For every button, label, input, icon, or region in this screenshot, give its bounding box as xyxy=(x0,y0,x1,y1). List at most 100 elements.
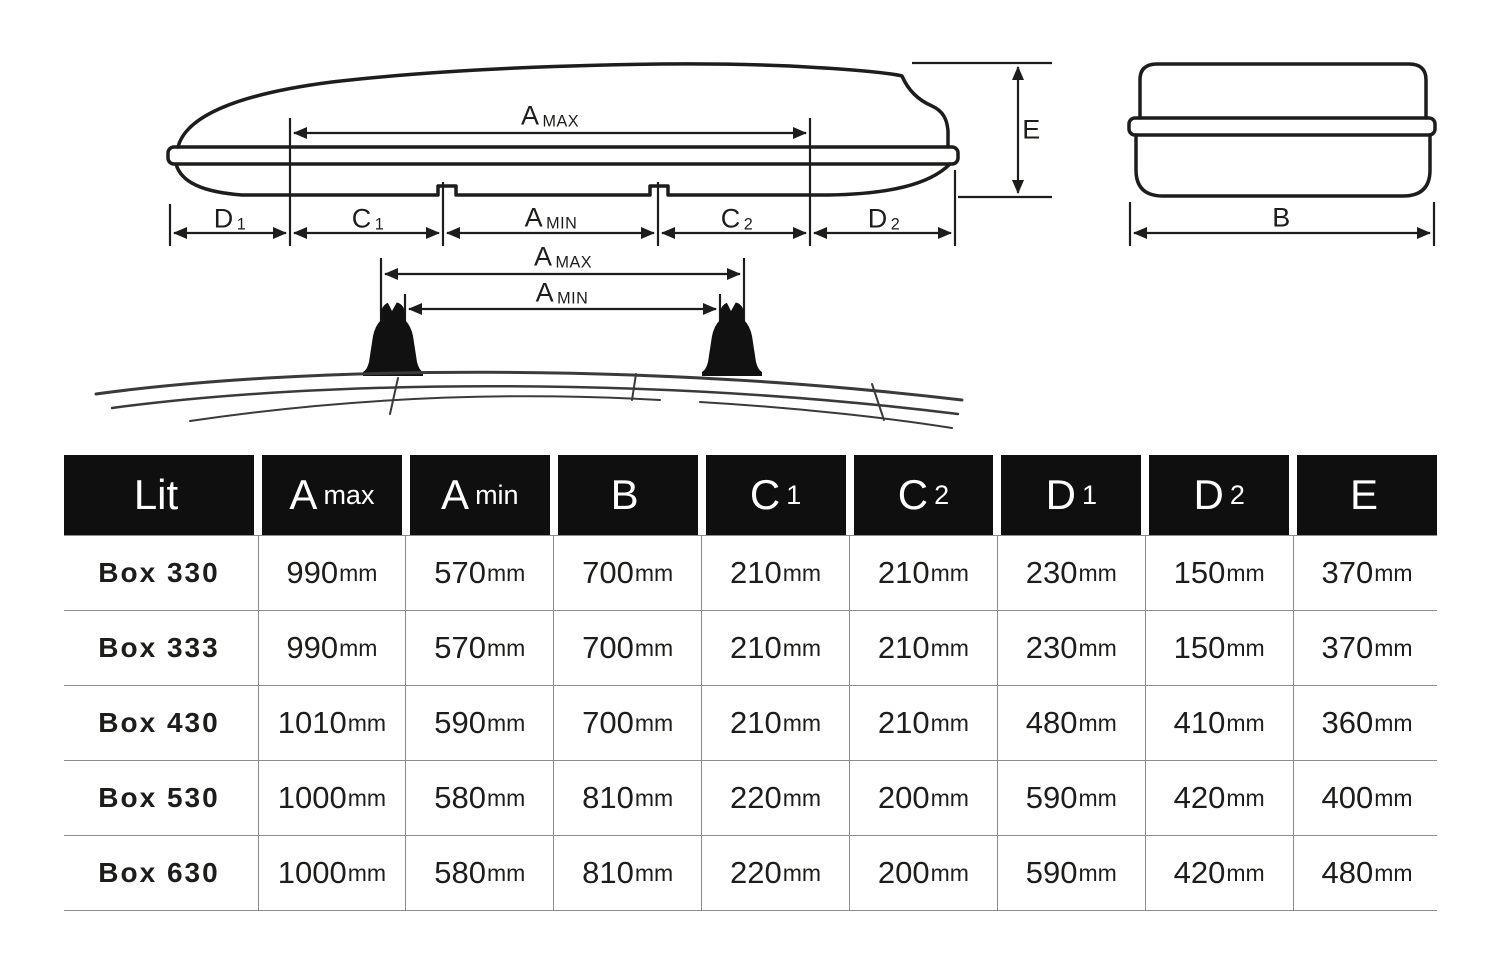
rear-view-outline xyxy=(1127,62,1437,198)
dimension-value: 210 xyxy=(877,555,930,590)
unit-label: mm xyxy=(487,709,526,736)
unit-label: mm xyxy=(1374,709,1413,736)
dimension-value: 1000 xyxy=(277,780,347,815)
unit-label: mm xyxy=(930,559,969,586)
model-label: Box 333 xyxy=(98,632,220,663)
side-rim xyxy=(166,145,960,166)
dim-label-main: A xyxy=(535,277,555,308)
right-foot-notch xyxy=(726,301,736,311)
model-label: Box 430 xyxy=(98,707,220,738)
dimension-value: 370 xyxy=(1321,630,1374,665)
dimension-value: 210 xyxy=(730,705,782,740)
dimension-value: 420 xyxy=(1173,855,1226,890)
dimension-value: 480 xyxy=(1025,705,1078,740)
dimension-value: 590 xyxy=(434,705,487,740)
unit-label: mm xyxy=(782,709,822,736)
dimension-value: 580 xyxy=(434,780,487,815)
column-header-lit: Lit xyxy=(64,455,254,535)
header-main: A xyxy=(441,471,470,518)
unit-label: mm xyxy=(1078,709,1117,736)
dimension-value: 990 xyxy=(286,630,339,665)
model-label: Box 630 xyxy=(98,857,220,888)
unit-label: mm xyxy=(634,559,674,586)
header-main: D xyxy=(1045,471,1076,518)
dim-label-sub: 2 xyxy=(890,215,901,234)
dimension-value: 200 xyxy=(877,780,930,815)
unit-label: mm xyxy=(782,634,822,661)
dimension-value: 810 xyxy=(582,780,634,815)
dimension-value: 700 xyxy=(582,555,634,590)
side-view-dimensions xyxy=(168,61,1052,246)
dim-label-main: D xyxy=(867,203,888,234)
car-roof-sketch xyxy=(94,370,964,429)
dimension-value: 700 xyxy=(582,630,634,665)
unit-label: mm xyxy=(347,709,387,736)
dimension-value: 990 xyxy=(286,555,339,590)
side-top-shell xyxy=(176,62,950,149)
side-view-outline xyxy=(166,62,960,197)
rear-lid xyxy=(1138,62,1428,120)
left-mounting-foot xyxy=(363,302,423,376)
unit-label: mm xyxy=(1226,634,1265,661)
unit-label: mm xyxy=(487,559,526,586)
dim-label-sub: 2 xyxy=(743,215,754,234)
dimension-value: 220 xyxy=(730,780,782,815)
header-sub: min xyxy=(475,479,519,510)
unit-label: mm xyxy=(1078,634,1117,661)
model-cell: Box 330 xyxy=(64,536,254,610)
header-sub: 1 xyxy=(786,479,802,510)
dimension-value: 410 xyxy=(1173,705,1226,740)
dim-label-sub: MAX xyxy=(542,112,580,131)
unit-label: mm xyxy=(339,634,378,661)
unit-label: mm xyxy=(634,634,674,661)
rear-rim xyxy=(1127,116,1437,137)
model-cell: Box 430 xyxy=(64,686,254,760)
dim-label-main: D xyxy=(213,203,234,234)
dimension-value: 570 xyxy=(434,630,487,665)
unit-label: mm xyxy=(487,634,526,661)
header-main: A xyxy=(289,471,318,518)
dim-label-main: A xyxy=(524,202,544,233)
dim-label-sub: MAX xyxy=(555,253,593,272)
left-foot-notch xyxy=(387,301,397,311)
dim-label-main: A xyxy=(533,241,553,272)
unit-label: mm xyxy=(487,859,526,886)
column-header-e: E xyxy=(1297,455,1437,535)
unit-label: mm xyxy=(782,859,822,886)
dimension-value: 230 xyxy=(1025,555,1078,590)
dimension-value: 590 xyxy=(1025,780,1078,815)
header-main: B xyxy=(610,471,639,518)
unit-label: mm xyxy=(634,709,674,736)
dim-label-main: B xyxy=(1272,202,1291,233)
dimension-value: 210 xyxy=(730,630,782,665)
header-main: E xyxy=(1350,471,1379,518)
unit-label: mm xyxy=(930,709,969,736)
dim-label-sub: MIN xyxy=(546,214,578,233)
unit-label: mm xyxy=(782,559,822,586)
